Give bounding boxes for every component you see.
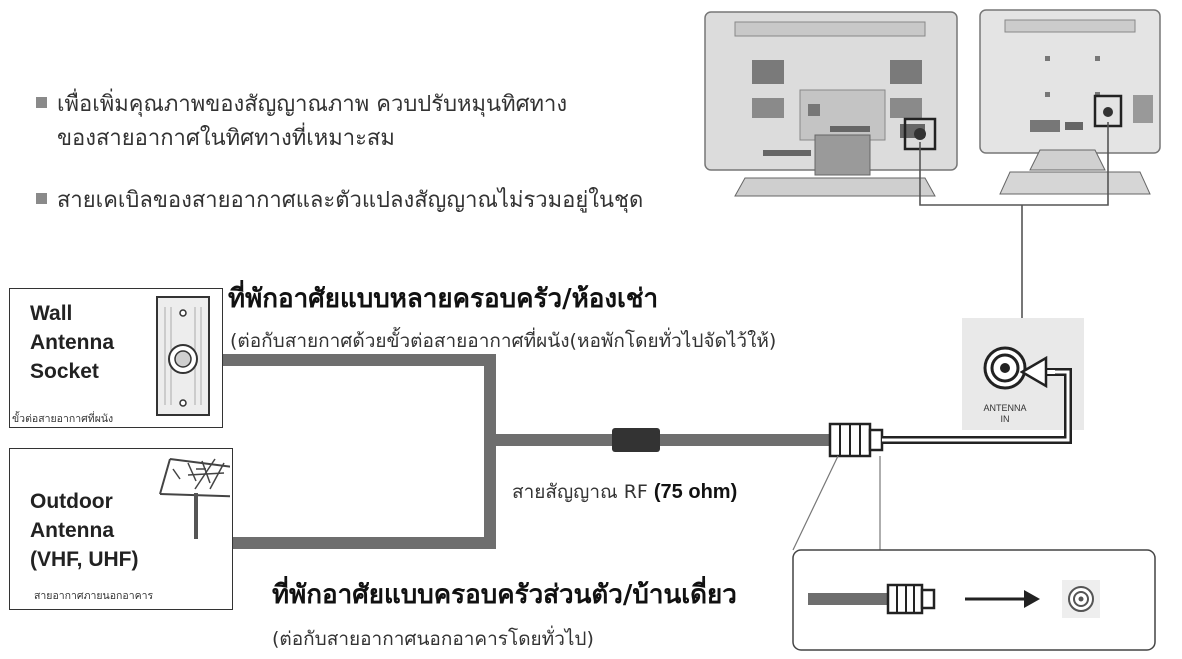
antenna-in-label-1: ANTENNA — [983, 403, 1026, 413]
wall-socket-label-thai: ขั้วต่อสายอากาศที่ผนัง — [12, 413, 114, 425]
outdoor-antenna-label-line3: (VHF, UHF) — [30, 548, 139, 571]
note-1-line1: เพื่อเพิ่มคุณภาพของสัญญาณภาพ ควบปรับหมุน… — [57, 92, 568, 117]
outdoor-antenna-label-line1: Outdoor — [30, 490, 113, 513]
bullet-square-icon — [36, 97, 47, 108]
note-1: เพื่อเพิ่มคุณภาพของสัญญาณภาพ ควบปรับหมุน… — [36, 88, 567, 156]
note-1-line2: ของสายอากาศในทิศทางที่เหมาะสม — [57, 126, 395, 151]
cable-label: สายสัญญาณ RF (75 ohm) — [512, 477, 737, 507]
detail-inset — [792, 549, 1156, 651]
coax-plug — [828, 422, 884, 458]
tv-rear-view-1 — [704, 11, 958, 197]
cable-spec: (75 ohm) — [653, 481, 738, 503]
apartment-heading: ที่พักอาศัยแบบหลายครอบครัว/ห้องเช่า — [228, 284, 659, 314]
tv-rear-view-2 — [979, 9, 1161, 195]
antenna-in-label-2: IN — [1001, 414, 1010, 424]
rf-cable — [190, 354, 830, 549]
wall-socket-label-line3: Socket — [30, 360, 99, 383]
bullet-square-icon — [36, 193, 47, 204]
connection-arrow — [882, 355, 1072, 444]
outdoor-antenna-label-thai: สายอากาศภายนอกอาคาร — [34, 590, 154, 602]
outdoor-antenna-label-line2: Antenna — [30, 519, 114, 542]
yagi-antenna-icon — [159, 458, 230, 539]
house-subtext: (ต่อกับสายอากาศนอกอาคารโดยทั่วไป) — [272, 628, 594, 650]
outdoor-antenna-box: Outdoor Antenna (VHF, UHF) สายอากาศภายนอ… — [9, 448, 233, 610]
wall-socket-label-line2: Antenna — [30, 331, 114, 354]
cable-label-text: สายสัญญาณ RF — [512, 481, 648, 503]
cable-ferrite-core — [612, 428, 660, 452]
wall-socket-box: Wall Antenna Socket ขั้วต่อสายอากาศที่ผน… — [9, 288, 223, 428]
callout-lines — [792, 455, 881, 551]
wall-socket-label: Wall Antenna Socket — [30, 299, 114, 386]
wall-socket-plate-icon — [156, 296, 210, 416]
house-heading: ที่พักอาศัยแบบครอบครัวส่วนตัว/บ้านเดี่ยว — [272, 580, 737, 610]
apartment-subtext: (ต่อกับสายกาศด้วยขั้วต่อสายอากาศที่ผนัง(… — [230, 330, 777, 352]
wall-socket-label-line1: Wall — [30, 302, 73, 325]
tv-connection-lines — [919, 122, 1109, 318]
outdoor-antenna-label: Outdoor Antenna (VHF, UHF) — [30, 487, 139, 574]
note-2: สายเคเบิลของสายอากาศและตัวแปลงสัญญาณไม่ร… — [36, 184, 643, 218]
note-2-line1: สายเคเบิลของสายอากาศและตัวแปลงสัญญาณไม่ร… — [57, 188, 644, 213]
